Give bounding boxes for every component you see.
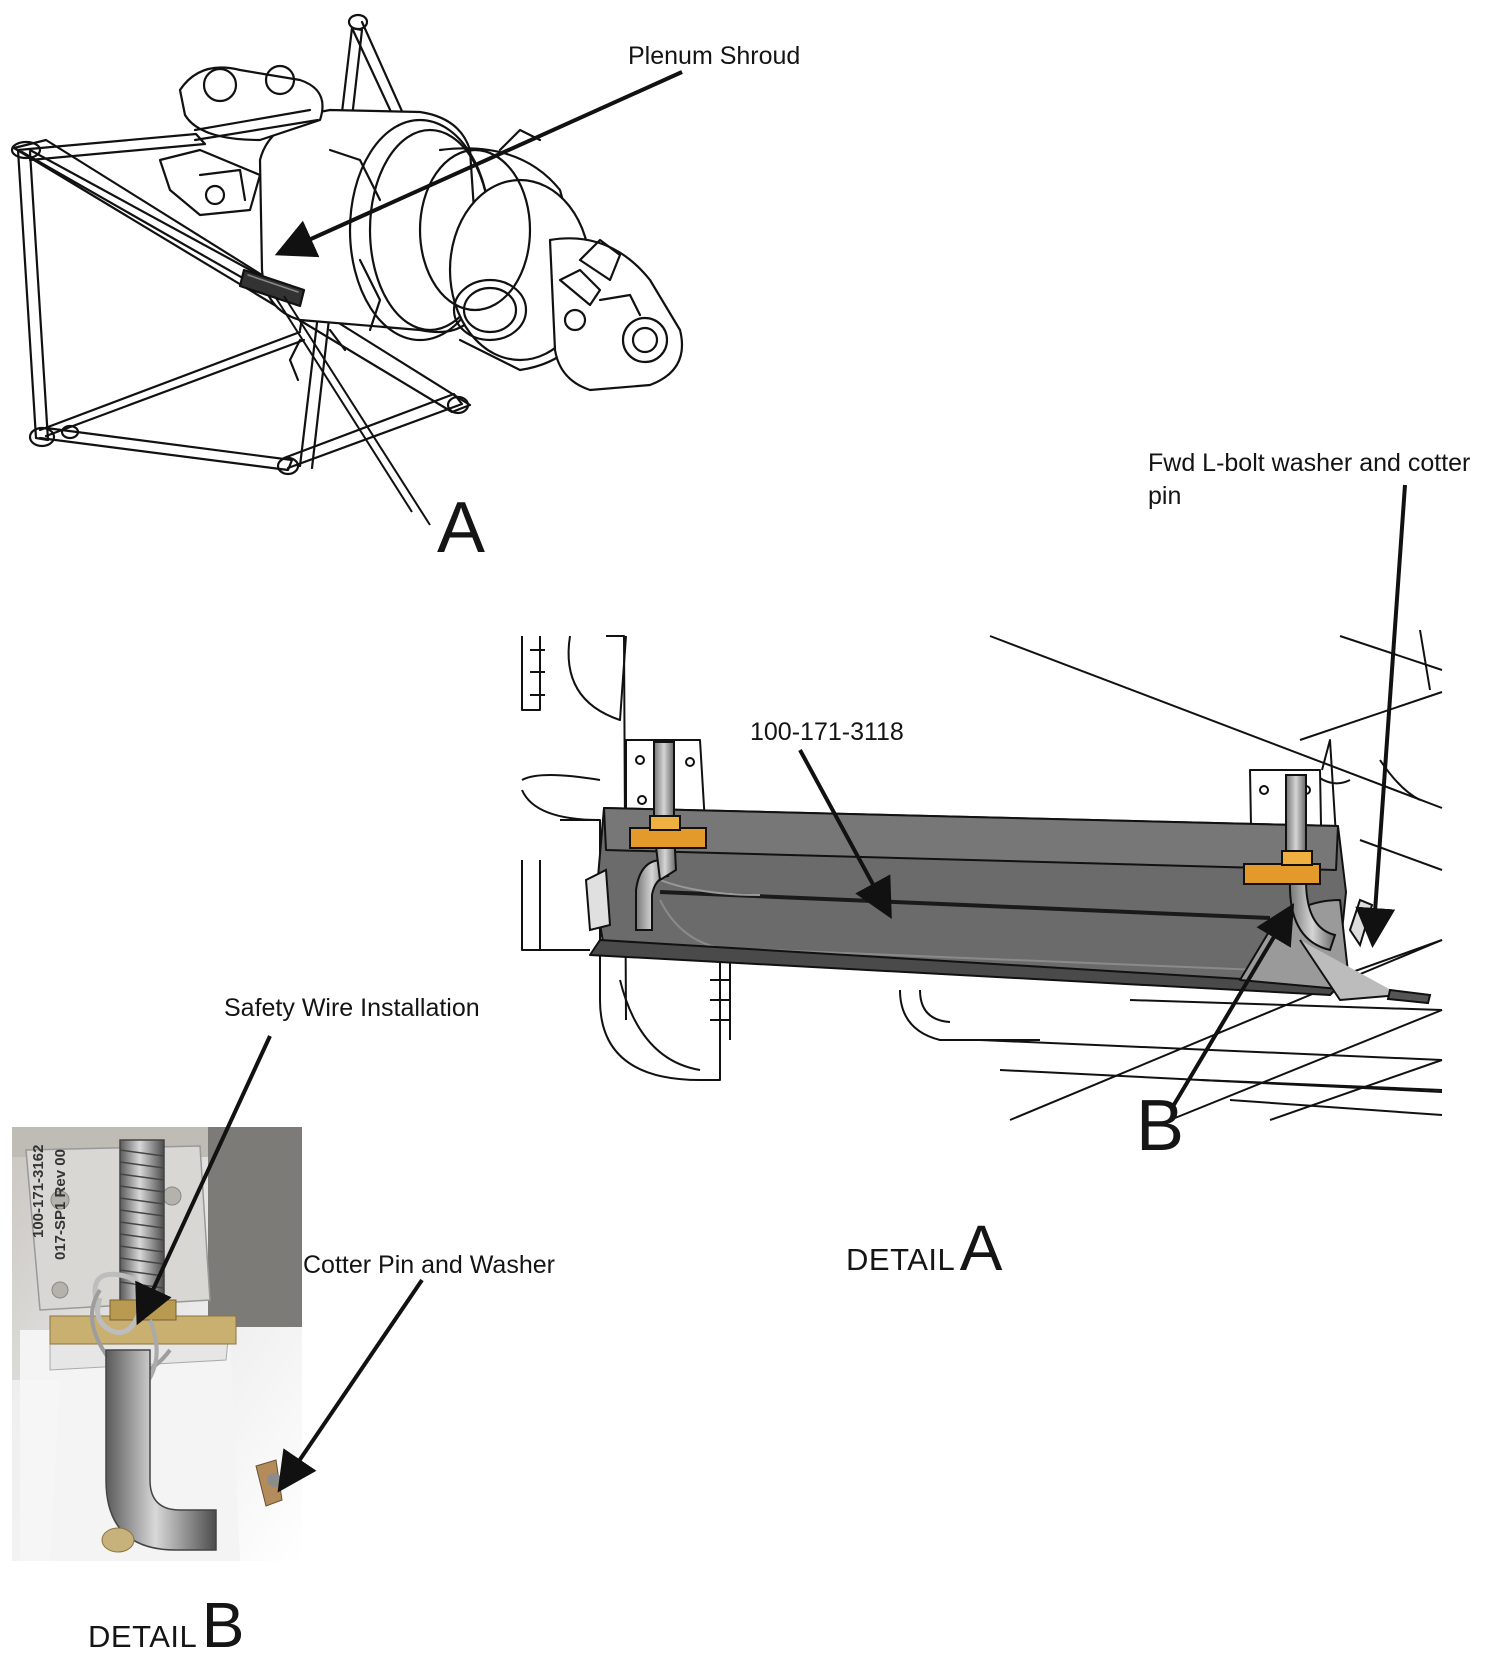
detail-b-caption: DETAIL B: [88, 1593, 244, 1657]
cotter-pin-label: Cotter Pin and Washer: [303, 1251, 555, 1279]
callout-a-letter: A: [437, 488, 486, 568]
plenum-shroud-label: Plenum Shroud: [628, 42, 801, 70]
safety-wire-label: Safety Wire Installation: [224, 994, 480, 1022]
photo-rev-label: 017-SP1 Rev 00: [52, 1070, 69, 1260]
part-number-arrow: [798, 749, 892, 920]
callout-b-arrow: [1170, 903, 1295, 1110]
fwd-lbolt-label: Fwd L-bolt washer and cotter pin: [1148, 447, 1470, 513]
photo-rev: 017-SP1 Rev 00: [52, 1149, 69, 1260]
detail-b-word: DETAIL: [88, 1619, 198, 1654]
plenum-shroud-arrow: [274, 70, 683, 258]
cotter-pin-arrow: [277, 1278, 424, 1493]
detail-b-letter: B: [201, 1589, 245, 1661]
engine-stand-drawing: [10, 13, 684, 476]
callout-b-letter: B: [1136, 1086, 1185, 1166]
safety-wire-arrow: [135, 1035, 272, 1326]
detail-a-letter: A: [959, 1212, 1003, 1284]
plenum-shroud-part: [589, 807, 1401, 1001]
fwd-lbolt-arrow: [1355, 484, 1407, 948]
detail-a-caption: DETAIL A: [846, 1216, 1002, 1280]
part-number-label: 100-171-3118: [750, 718, 904, 746]
l-bolts: [584, 741, 1432, 1005]
fwd-lbolt-line2: pin: [1148, 482, 1182, 510]
photo-part-id: 100-171-3162: [30, 1144, 47, 1238]
detail-b-photo: [12, 1127, 302, 1561]
detail-a-word: DETAIL: [846, 1242, 956, 1277]
fwd-lbolt-line1: Fwd L-bolt washer and cotter: [1148, 449, 1471, 477]
photo-part-label: 100-171-3162: [30, 1068, 47, 1238]
